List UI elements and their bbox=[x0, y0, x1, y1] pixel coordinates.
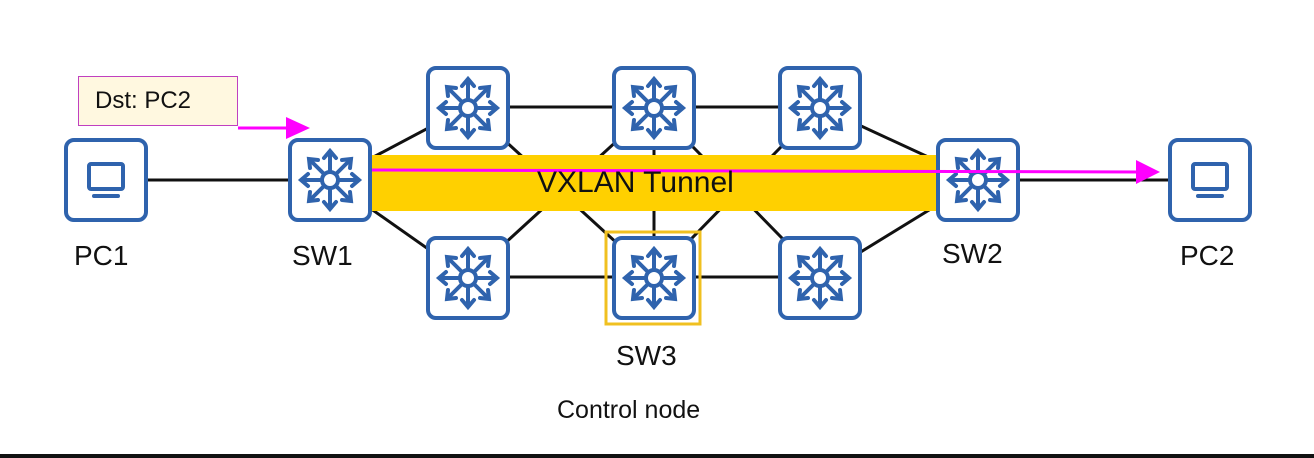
bottom-divider bbox=[0, 454, 1314, 458]
control-node-highlight bbox=[604, 230, 702, 326]
sw2-l3-switch-icon bbox=[936, 138, 1020, 222]
pc1-monitor-icon bbox=[64, 138, 148, 222]
pc1-label: PC1 bbox=[74, 240, 129, 271]
sw1-l3-switch-icon bbox=[288, 138, 372, 222]
pc2-monitor-icon bbox=[1168, 138, 1252, 222]
sw3-l3-switch-icon bbox=[612, 236, 696, 320]
pc2-label: PC2 bbox=[1180, 240, 1235, 271]
packet-dst-label: Dst: PC2 bbox=[78, 76, 238, 126]
control-node-label: Control node bbox=[557, 396, 701, 424]
core-switch-top3-l3-switch-icon bbox=[778, 66, 862, 150]
sw2-label: SW2 bbox=[942, 238, 1003, 269]
core-switch-bot1-l3-switch-icon bbox=[426, 236, 510, 320]
sw3-label: SW3 bbox=[616, 340, 677, 371]
core-switch-top2-l3-switch-icon bbox=[612, 66, 696, 150]
core-switch-top1-l3-switch-icon bbox=[426, 66, 510, 150]
core-switch-bot3-l3-switch-icon bbox=[778, 236, 862, 320]
packet-arrow-in bbox=[238, 117, 310, 139]
sw1-label: SW1 bbox=[292, 240, 353, 271]
tunnel-forward-arrow bbox=[371, 160, 1160, 184]
vxlan-tunnel-band bbox=[360, 155, 945, 211]
tunnel-label: VXLAN Tunnel bbox=[537, 166, 734, 199]
